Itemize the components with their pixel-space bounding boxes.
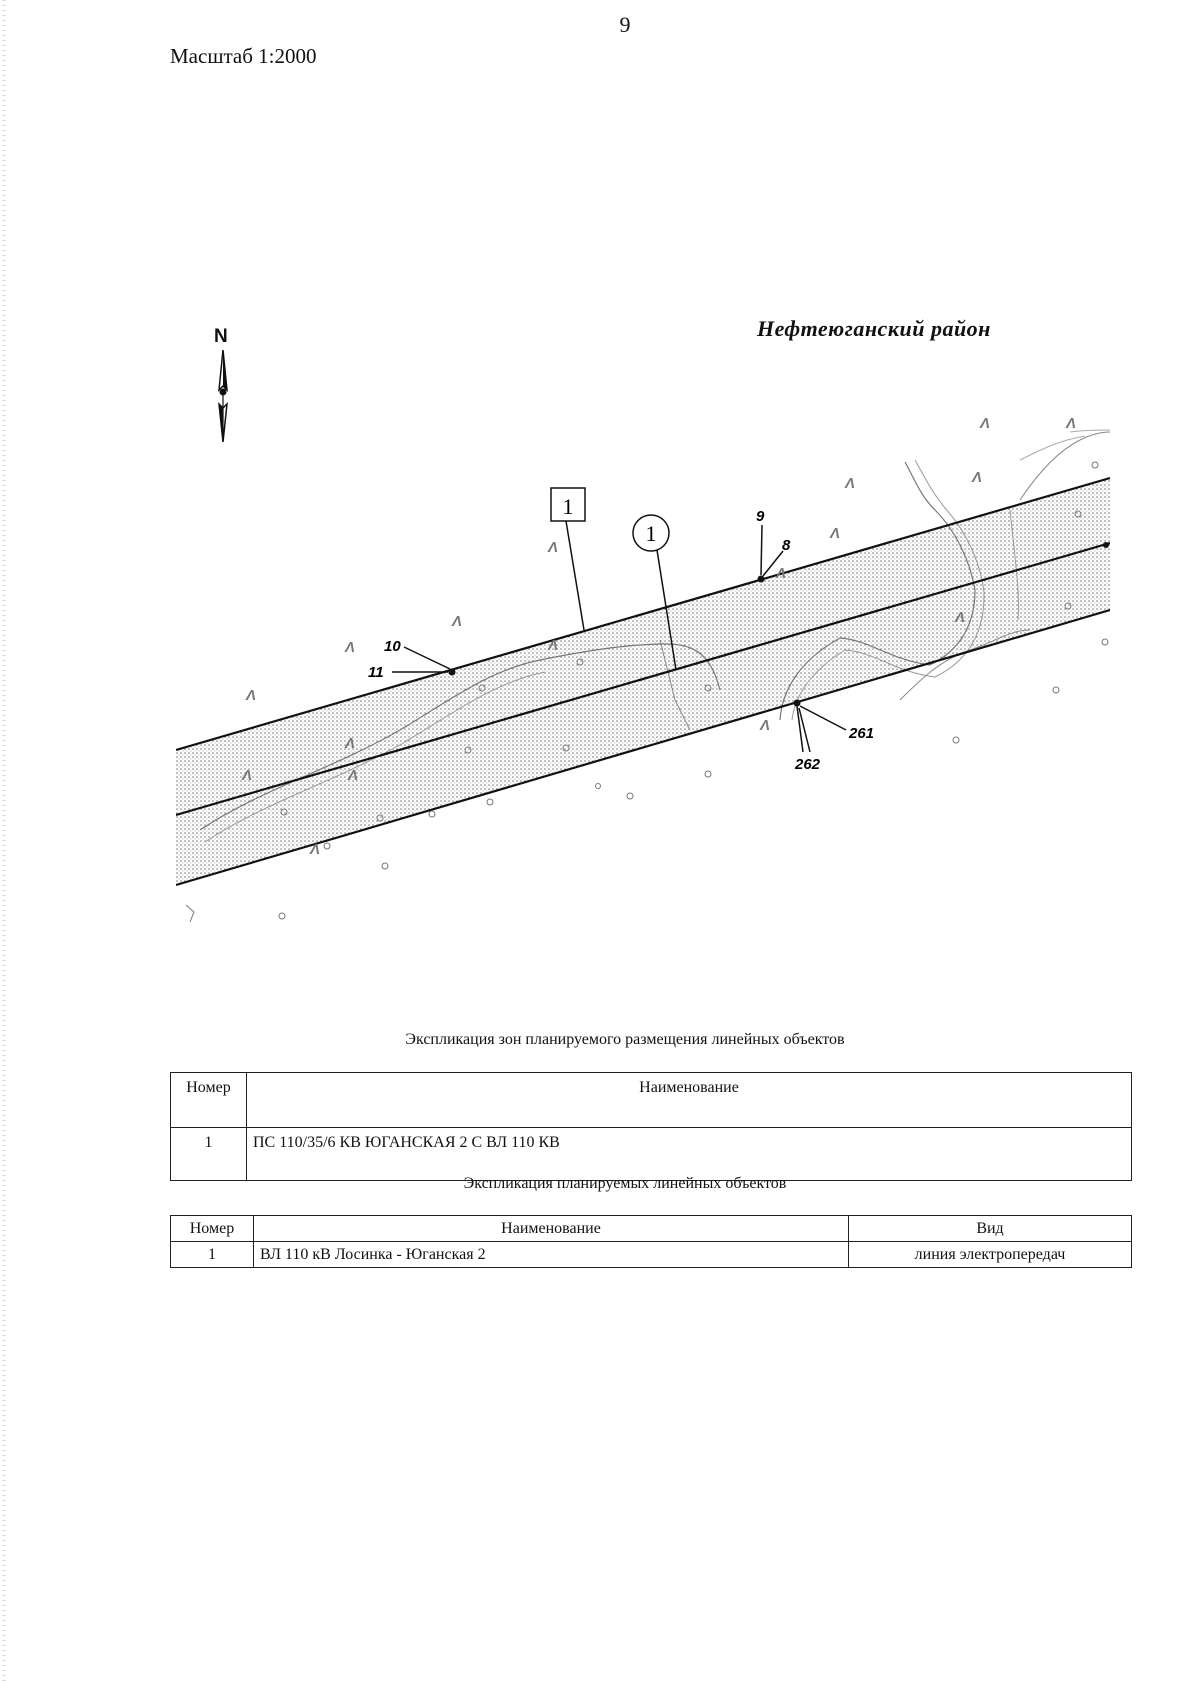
header-number: Номер	[170, 1072, 247, 1128]
svg-text:Λ: Λ	[971, 469, 982, 486]
point-label: 11	[368, 664, 384, 681]
terrain-line	[779, 461, 976, 721]
terrain-line	[899, 629, 1031, 701]
header-name: Наименование	[253, 1215, 849, 1242]
terrain-line	[791, 459, 985, 721]
svg-text:Λ: Λ	[547, 539, 558, 556]
point-label: 262	[794, 756, 821, 773]
point-label: 9	[756, 508, 765, 525]
cell-number: 1	[170, 1241, 254, 1268]
north-arrow-icon	[218, 350, 228, 442]
zone-boundary-north	[176, 476, 1110, 752]
planning-map: Λ Λ Λ Λ Λ Λ Λ Λ Λ Λ Λ Λ Λ Λ Λ Λ Λ 1 1	[176, 415, 1110, 923]
terrain-line	[199, 643, 721, 831]
table-row: 1 ПС 110/35/6 КВ ЮГАНСКАЯ 2 С ВЛ 110 КВ	[170, 1127, 1132, 1181]
line-label-circle	[632, 514, 670, 552]
cell-type: линия электропередач	[848, 1241, 1132, 1268]
objects-table-title: Экспликация планируемых линейных объекто…	[463, 1175, 787, 1192]
point-leader	[760, 524, 763, 576]
power-line-axis	[176, 541, 1110, 817]
line-leader	[656, 549, 677, 671]
zone-label-box	[550, 487, 586, 522]
point-label: 10	[384, 638, 401, 655]
svg-text:Λ: Λ	[451, 613, 462, 630]
svg-text:Λ: Λ	[954, 609, 965, 626]
terrain-line	[1009, 509, 1019, 621]
line-label: 1	[646, 521, 657, 546]
point-leader	[796, 705, 804, 753]
header-name: Наименование	[246, 1072, 1132, 1128]
terrain-line	[204, 671, 546, 843]
tree-symbols: Λ Λ Λ Λ Λ Λ Λ Λ Λ Λ Λ Λ Λ Λ Λ Λ Λ	[241, 415, 1076, 858]
zone-leader	[565, 520, 585, 631]
point-label: 8	[782, 537, 791, 554]
svg-text:Λ: Λ	[547, 637, 558, 654]
point-label: 261	[848, 725, 874, 742]
point-marker	[757, 575, 765, 583]
objects-table: Номер Наименование Вид 1 ВЛ 110 кВ Лосин…	[170, 1215, 1132, 1268]
point-leader	[799, 705, 847, 731]
svg-text:Λ: Λ	[347, 767, 358, 784]
svg-text:Λ: Λ	[1065, 415, 1076, 432]
svg-text:Λ: Λ	[979, 415, 990, 432]
cell-name: ПС 110/35/6 КВ ЮГАНСКАЯ 2 С ВЛ 110 КВ	[246, 1127, 1132, 1181]
north-label: N	[214, 326, 228, 347]
svg-text:Λ: Λ	[775, 565, 786, 582]
misc-symbols	[185, 783, 601, 923]
svg-text:Λ: Λ	[245, 687, 256, 704]
point-marker	[448, 668, 456, 676]
cell-name: ВЛ 110 кВ Лосинка - Юганская 2	[253, 1241, 849, 1268]
zones-table-title: Экспликация зон планируемого размещения …	[405, 1031, 845, 1048]
terrain-line	[1019, 431, 1110, 501]
header-number: Номер	[170, 1215, 254, 1242]
zone-label: 1	[563, 494, 574, 519]
svg-text:Λ: Λ	[759, 717, 770, 734]
svg-text:Λ: Λ	[309, 841, 320, 858]
terrain-line	[659, 639, 691, 731]
svg-text:Λ: Λ	[241, 767, 252, 784]
terrain-line	[1019, 429, 1110, 461]
scale-label: Масштаб 1:2000	[170, 44, 317, 68]
planned-zone	[176, 478, 1110, 885]
zone-boundary-south	[176, 608, 1110, 887]
svg-text:Λ: Λ	[829, 525, 840, 542]
table-header-row: Номер Наименование Вид	[170, 1215, 1132, 1242]
page-number: 9	[619, 12, 631, 37]
svg-text:Λ: Λ	[344, 735, 355, 752]
point-leader	[403, 646, 451, 670]
table-row: 1 ВЛ 110 кВ Лосинка - Юганская 2 линия э…	[170, 1241, 1132, 1268]
cell-number: 1	[170, 1127, 247, 1181]
point-leader	[762, 550, 784, 577]
scan-edge	[2, 0, 6, 1682]
point-leader	[798, 707, 811, 753]
svg-text:Λ: Λ	[344, 639, 355, 656]
svg-text:Λ: Λ	[844, 475, 855, 492]
table-header-row: Номер Наименование	[170, 1072, 1132, 1128]
district-label: Нефтеюганский район	[757, 316, 991, 341]
vegetation-symbols	[280, 461, 1109, 870]
zones-table: Номер Наименование 1 ПС 110/35/6 КВ ЮГАН…	[170, 1072, 1132, 1181]
point-marker	[793, 699, 801, 707]
header-type: Вид	[848, 1215, 1132, 1242]
